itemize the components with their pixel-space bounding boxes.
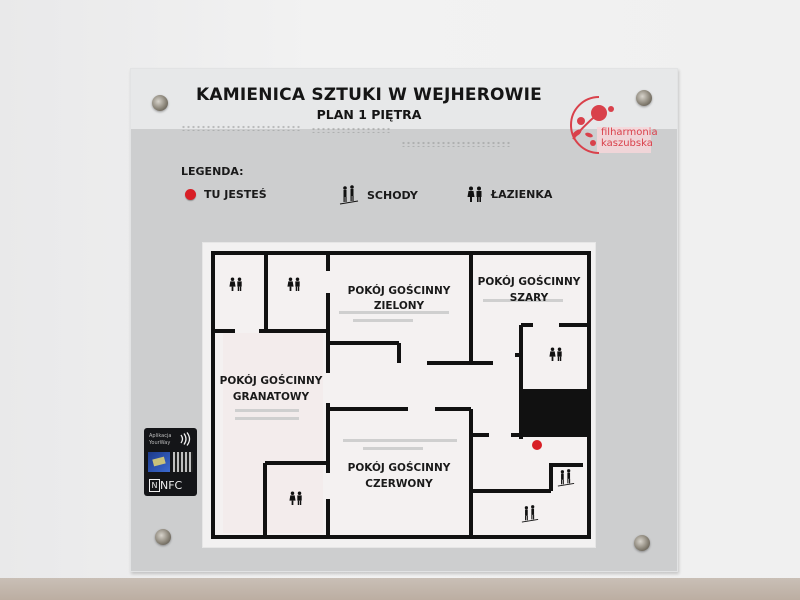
sign-title: KAMIENICA SZTUKI W WEJHEROWIE bbox=[196, 85, 542, 105]
contactless-icon bbox=[180, 432, 191, 446]
nfc-label: NFC bbox=[160, 479, 183, 492]
legend-item-stairs: SCHODY bbox=[339, 185, 418, 205]
room-label-grey-line2: SZARY bbox=[510, 292, 549, 304]
floor-plan-map: POKÓJ GOŚCINNY ZIELONY POKÓJ GOŚCINNY SZ… bbox=[203, 243, 595, 547]
you-are-here-marker bbox=[532, 440, 542, 450]
filharmonia-kaszubska-logo: filharmonia kaszubska bbox=[559, 91, 658, 157]
braille-text bbox=[181, 125, 301, 131]
legend-title: LEGENDA: bbox=[181, 165, 244, 178]
legend-item-restroom: ŁAZIENKA bbox=[467, 186, 552, 202]
qr-code-icon[interactable] bbox=[173, 452, 193, 472]
floor-plan-sign: KAMIENICA SZTUKI W WEJHEROWIE PLAN 1 PIĘ… bbox=[130, 68, 678, 572]
nfc-app-name: YourWay bbox=[149, 440, 171, 446]
room-label-green-line1: POKÓJ GOŚCINNY bbox=[348, 284, 451, 297]
screw-icon bbox=[152, 95, 168, 111]
logo-flower-icon bbox=[570, 96, 651, 154]
screw-icon bbox=[634, 535, 650, 551]
map-thumbnail-icon bbox=[148, 452, 170, 472]
screw-icon bbox=[155, 529, 171, 545]
stairs-icon bbox=[339, 185, 359, 205]
nfc-n-icon: N bbox=[149, 479, 160, 492]
floor-plan-walls: POKÓJ GOŚCINNY ZIELONY POKÓJ GOŚCINNY SZ… bbox=[211, 251, 591, 539]
nfc-sticker[interactable]: Aplikacja YourWay N NFC bbox=[144, 428, 197, 496]
red-dot-icon bbox=[185, 189, 196, 200]
braille-text bbox=[401, 141, 511, 147]
stairwell-block bbox=[523, 389, 589, 435]
sign-subtitle: PLAN 1 PIĘTRA bbox=[316, 107, 422, 122]
logo-text-line1: filharmonia bbox=[601, 127, 658, 138]
legend-label: SCHODY bbox=[367, 188, 418, 202]
restroom-icon bbox=[467, 186, 482, 202]
room-label-green-line2: ZIELONY bbox=[374, 300, 425, 312]
room-label-red-line1: POKÓJ GOŚCINNY bbox=[348, 461, 451, 474]
nfc-app-label: Aplikacja bbox=[149, 433, 172, 439]
braille-text bbox=[311, 127, 391, 133]
legend-label: TU JESTEŚ bbox=[204, 188, 267, 201]
wall-baseboard bbox=[0, 578, 800, 600]
room-label-navy-line2: GRANATOWY bbox=[233, 391, 310, 403]
room-label-red-line2: CZERWONY bbox=[365, 478, 433, 490]
room-label-navy-line1: POKÓJ GOŚCINNY bbox=[220, 374, 323, 387]
legend-label: ŁAZIENKA bbox=[491, 187, 553, 201]
screw-icon bbox=[636, 90, 652, 106]
logo-text-line2: kaszubska bbox=[601, 138, 653, 149]
legend-item-you-are-here: TU JESTEŚ bbox=[185, 188, 267, 201]
room-label-grey-line1: POKÓJ GOŚCINNY bbox=[478, 275, 581, 288]
